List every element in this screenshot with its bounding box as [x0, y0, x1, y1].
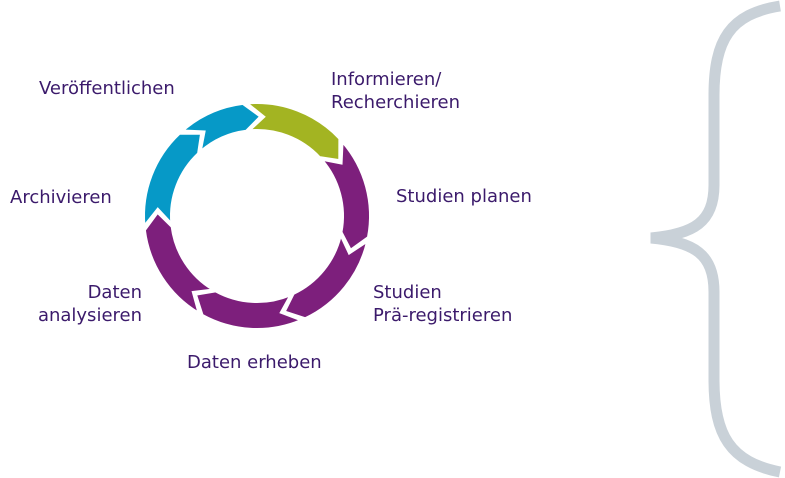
- cycle-segments: [143, 102, 371, 330]
- label-archivieren: Archivieren: [10, 186, 112, 209]
- label-line: Veröffentlichen: [39, 78, 175, 99]
- label-studien-praeregistrieren: Studien Prä-registrieren: [373, 281, 512, 327]
- label-line: analysieren: [37, 305, 142, 326]
- label-line: Archivieren: [10, 187, 112, 208]
- label-line: Recherchieren: [331, 92, 461, 113]
- cycle-segment-informieren: [244, 102, 341, 162]
- label-line: Daten erheben: [187, 352, 322, 373]
- cycle-segment-daten-analysieren: [143, 211, 216, 315]
- label-line: Studien: [373, 282, 442, 303]
- cycle-segment-studien-planen: [319, 139, 371, 252]
- cycle-segment-archivieren: [143, 132, 203, 229]
- cycle-segment-veroeffentlichen: [180, 102, 262, 154]
- label-informieren: Informieren/ Recherchieren: [331, 68, 460, 114]
- label-line: Studien planen: [396, 186, 532, 207]
- label-daten-erheben: Daten erheben: [187, 351, 322, 374]
- cycle-segment-studien-praeregistrieren: [283, 232, 369, 320]
- label-line: Informieren/: [331, 69, 442, 90]
- cycle-segment-daten-erheben: [194, 290, 304, 330]
- label-daten-analysieren: Daten analysieren: [33, 281, 142, 327]
- label-veroeffentlichen: Veröffentlichen: [39, 77, 175, 100]
- label-studien-planen: Studien planen: [396, 185, 532, 208]
- curly-brace: [650, 0, 782, 478]
- label-line: Prä-registrieren: [373, 305, 513, 326]
- label-line: Daten: [87, 282, 142, 303]
